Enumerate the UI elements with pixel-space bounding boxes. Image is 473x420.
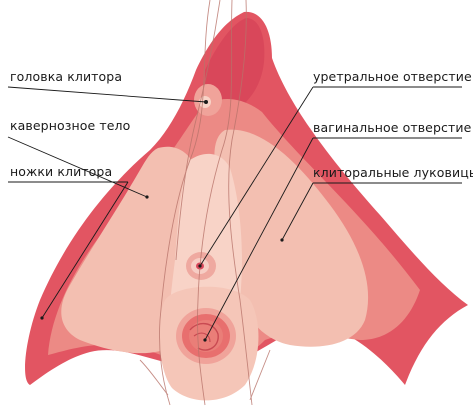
label-vaginal-opening: вагинальное отверстие	[313, 121, 471, 135]
label-clitoral-bulbs: клиторальные луковицы	[313, 166, 473, 180]
vaginal-opening	[176, 308, 236, 364]
leader-glans	[8, 87, 206, 102]
label-crura: ножки клитора	[10, 165, 112, 179]
label-cavernous-body: кавернозное тело	[10, 119, 130, 133]
label-urethral-opening: уретральное отверстие	[313, 70, 472, 84]
label-glans: головка клитора	[10, 70, 122, 84]
